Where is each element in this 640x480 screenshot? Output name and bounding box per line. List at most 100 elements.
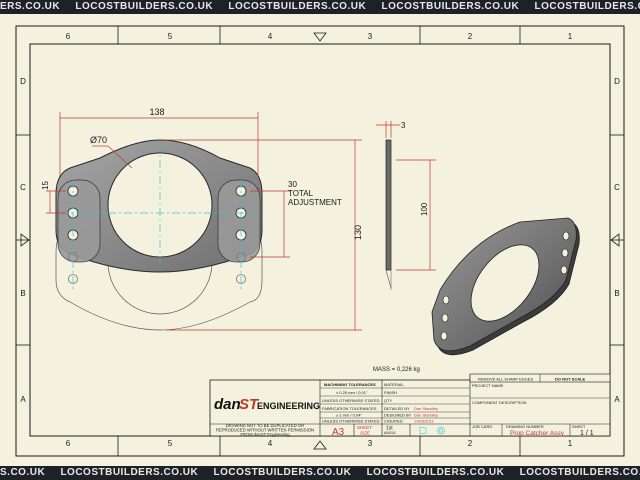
dim-side-height: [396, 159, 436, 271]
watermark-text: LOCOSTBUILDERS.CO.UK: [75, 1, 214, 12]
watermark-fragment: S.CO.UK: [0, 467, 46, 478]
logo-engineering: ENGINEERING: [257, 401, 320, 411]
zone-row-label: B: [614, 289, 619, 298]
watermark-text: LOCOSTBUILDERS.CO.UK: [213, 467, 352, 478]
company-logo: dan ST ENGINEERING: [214, 396, 320, 413]
isometric-view: [431, 217, 580, 356]
project-name-label: PROJECT NAME: [472, 383, 504, 388]
designed-by-label: DESIGNED BY: [384, 413, 412, 418]
logo-st: ST: [239, 396, 260, 413]
watermark-banner-bottom: S.CO.UK LOCOSTBUILDERS.CO.UK LOCOSTBUILD…: [0, 466, 640, 480]
dim-hole-pitch-label: 15: [41, 181, 50, 190]
dim-hole-pitch: [46, 190, 66, 214]
fabrication-tolerances-label: FABRICATION TOLERANCES: [322, 406, 377, 411]
finish-label: FINISH: [384, 390, 397, 395]
unless-stated: UNLESS OTHERWISE STATED: [322, 419, 380, 424]
drawing-number-value: Prop Catcher Assy: [510, 430, 565, 437]
center-mark-top-icon: [313, 32, 327, 42]
zone-col-label: 6: [66, 439, 71, 448]
watermark-text: LOCOSTBUILDERS.CO.UK: [534, 1, 640, 12]
sheet-size-label: SIZE: [360, 431, 370, 436]
component-description-label: COMPONENT DESCRIPTION: [472, 400, 526, 405]
dim-thickness: [376, 121, 400, 138]
mass-note: MASS = 0,226 kg: [373, 367, 420, 373]
machining-tolerances-label: MACHINING TOLERANCES: [324, 382, 376, 387]
side-view: 3 100: [376, 121, 436, 290]
dim-adjustment-label: ADJUSTMENT: [288, 198, 342, 207]
projection-symbol-icon: [419, 426, 445, 435]
machining-tolerances-value: ± 0.25 mm / 0.01": [336, 390, 368, 395]
dim-adjustment-label: TOTAL: [288, 189, 314, 198]
do-not-scale-note: DO NOT SCALE: [555, 377, 586, 382]
title-block: [209, 373, 611, 437]
watermark-text: LOCOSTBUILDERS.CO.UK: [519, 467, 640, 478]
zone-col-label: 1: [568, 439, 573, 448]
centerlines: [60, 144, 258, 290]
job-card-label: JOB CARD: [472, 424, 492, 429]
zone-row-label: C: [614, 183, 620, 192]
zone-col-label: 2: [468, 439, 473, 448]
dim-bore-leader: [107, 145, 133, 169]
slot-band-left: [57, 179, 101, 263]
center-mark-bottom-icon: [313, 440, 327, 450]
unless-stated: UNLESS OTHERWISE STATED: [322, 398, 380, 403]
zone-row-label: C: [20, 183, 26, 192]
dim-side-height-label: 100: [420, 202, 429, 216]
zone-col-label: 4: [268, 439, 273, 448]
logo-dan: dan: [214, 396, 241, 413]
sheet-size-value: A3: [332, 427, 345, 438]
sheet-value: 1 / 1: [580, 430, 594, 437]
remove-edges-note: REMOVE ALL SHARP EDGES: [478, 377, 533, 382]
dim-bore-label: Ø70: [90, 135, 107, 145]
zone-ticks: [16, 26, 624, 456]
qty-label: QTY: [384, 398, 393, 403]
iso-bore: [470, 244, 540, 322]
created-value: 19/05/2011: [414, 419, 434, 424]
center-mark-right-icon: [610, 233, 620, 247]
dim-thickness-label: 3: [401, 121, 406, 130]
front-view: 138 Ø70 15 30 TOTAL ADJUSTMENT 130: [41, 107, 363, 331]
angle-label: ANGLE: [384, 431, 397, 435]
zone-col-label: 5: [168, 32, 173, 41]
zone-row-label: A: [614, 395, 620, 404]
dim-adjustment: [250, 190, 290, 258]
material-label: MATERIAL: [384, 382, 404, 387]
outer-border: [15, 25, 625, 457]
watermark-banner-top: ERS.CO.UK LOCOSTBUILDERS.CO.UK LOCOSTBUI…: [0, 0, 640, 14]
iso-holes: [440, 231, 570, 341]
dim-width: [59, 112, 259, 176]
zone-col-label: 6: [66, 32, 71, 41]
sheet-size-label: SHEET: [357, 425, 372, 430]
watermark-text: LOCOSTBUILDERS.CO.UK: [366, 467, 505, 478]
zone-col-label: 1: [568, 32, 573, 41]
drawing-sheet: 6 5 4 3 2 1 6 5 4 3 2 1 D C B A D C B A: [0, 14, 640, 466]
center-mark-left-icon: [20, 233, 30, 247]
plate-side: [385, 139, 392, 271]
dim-height-label: 130: [353, 225, 363, 240]
watermark-fragment: ERS.CO.UK: [0, 1, 61, 12]
zone-col-label: 2: [468, 32, 473, 41]
sheet-label: SHEET: [572, 424, 586, 429]
detailed-by-value: Dan Standley: [414, 406, 438, 411]
dim-adjustment-value: 30: [288, 180, 297, 189]
dim-height: [165, 139, 362, 331]
dim-width-label: 138: [149, 107, 164, 117]
watermark-text: LOCOSTBUILDERS.CO.UK: [228, 1, 367, 12]
copyright-line: FROM danST Engineering: [240, 432, 290, 437]
watermark-text: LOCOSTBUILDERS.CO.UK: [60, 467, 199, 478]
zone-col-label: 5: [168, 439, 173, 448]
created-label: CREATED: [384, 419, 403, 424]
fabrication-tolerances-value: ± 1 mm / 0.04": [336, 413, 362, 418]
slot-band-right: [217, 179, 261, 263]
angle-value: 1st: [386, 426, 393, 432]
zone-row-label: A: [20, 395, 26, 404]
zone-col-label: 3: [368, 32, 373, 41]
detailed-by-label: DETAILED BY: [384, 406, 410, 411]
drawing-number-label: DRAWING NUMBER: [506, 424, 544, 429]
zone-col-label: 3: [368, 439, 373, 448]
technical-drawing: 6 5 4 3 2 1 6 5 4 3 2 1 D C B A D C B A: [15, 25, 625, 457]
copyright-line: DRAWING NOT TO BE DUPLICATED OR: [226, 423, 304, 428]
zone-row-label: D: [20, 77, 26, 86]
side-ghost: [385, 269, 392, 289]
zone-row-label: B: [20, 289, 25, 298]
